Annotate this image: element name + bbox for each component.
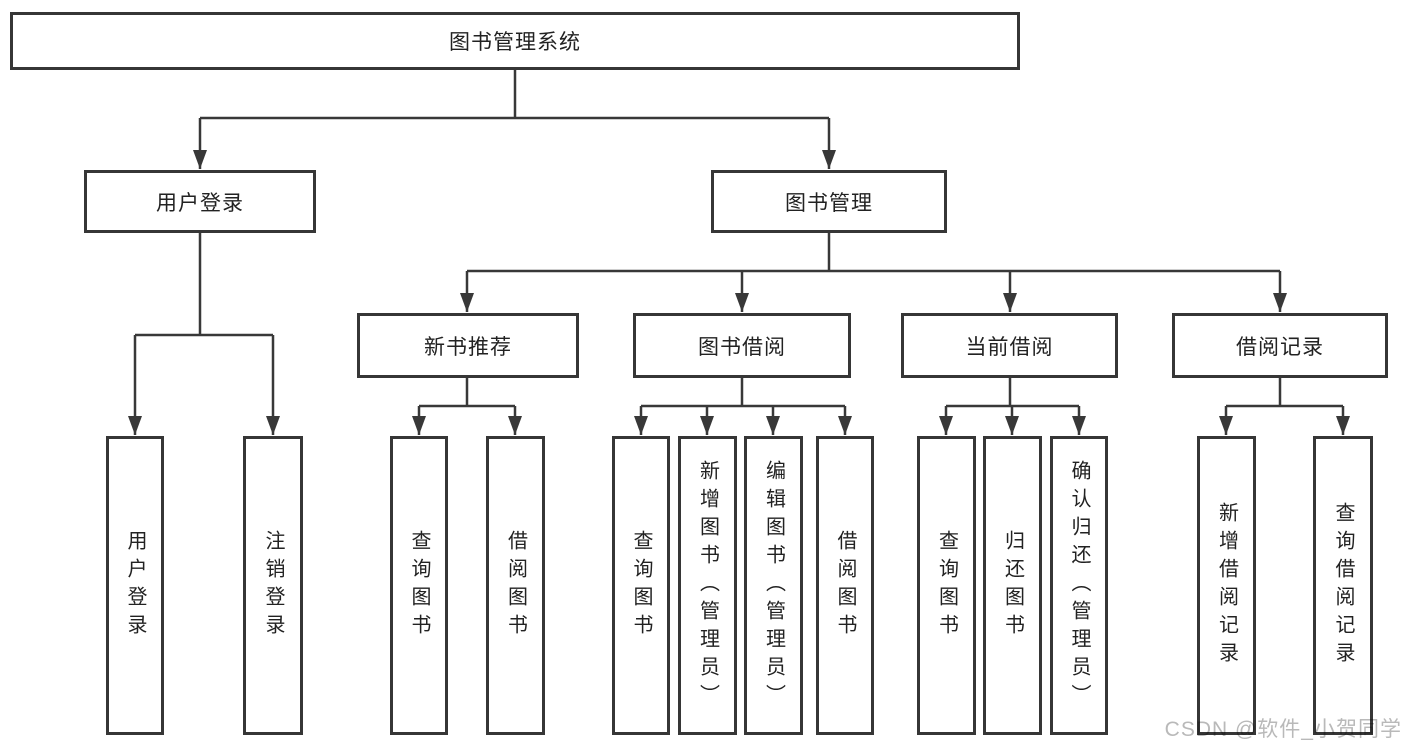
leaf-query-books-2: 查询图书 bbox=[612, 436, 670, 735]
leaf-borrow-books-1-label: 借阅图书 bbox=[504, 529, 527, 642]
leaf-logout-label: 注销登录 bbox=[262, 529, 284, 642]
leaf-user-login-label: 用户登录 bbox=[124, 529, 146, 642]
leaf-return-books: 归还图书 bbox=[983, 436, 1042, 735]
node-book-borrow: 图书借阅 bbox=[633, 313, 851, 378]
leaf-logout: 注销登录 bbox=[243, 436, 303, 735]
node-current-borrow: 当前借阅 bbox=[901, 313, 1118, 378]
leaf-query-books-1-label: 查询图书 bbox=[408, 529, 430, 642]
leaf-borrow-books-1: 借阅图书 bbox=[486, 436, 545, 735]
node-root-library-system: 图书管理系统 bbox=[10, 12, 1020, 70]
leaf-edit-book-admin-label: 编辑图书（管理员） bbox=[762, 459, 785, 712]
connector-bars bbox=[135, 70, 1343, 408]
node-user-login: 用户登录 bbox=[84, 170, 316, 233]
leaf-query-books-3: 查询图书 bbox=[917, 436, 976, 735]
leaf-add-book-admin: 新增图书（管理员） bbox=[678, 436, 737, 735]
leaf-query-borrow-record: 查询借阅记录 bbox=[1313, 436, 1373, 735]
node-borrow-records: 借阅记录 bbox=[1172, 313, 1388, 378]
leaf-borrow-books-2: 借阅图书 bbox=[816, 436, 874, 735]
leaf-add-borrow-record-label: 新增借阅记录 bbox=[1215, 501, 1238, 670]
leaf-confirm-return-admin-label: 确认归还（管理员） bbox=[1068, 459, 1090, 712]
leaf-user-login: 用户登录 bbox=[106, 436, 164, 735]
leaf-query-borrow-record-label: 查询借阅记录 bbox=[1332, 501, 1354, 670]
leaf-return-books-label: 归还图书 bbox=[1001, 529, 1024, 642]
watermark: CSDN @软件_小贺同学 bbox=[1164, 718, 1402, 741]
leaf-query-books-2-label: 查询图书 bbox=[630, 529, 652, 642]
leaf-add-borrow-record: 新增借阅记录 bbox=[1197, 436, 1256, 735]
node-book-management: 图书管理 bbox=[711, 170, 947, 233]
node-new-book-recommend: 新书推荐 bbox=[357, 313, 579, 378]
leaf-query-books-1: 查询图书 bbox=[390, 436, 448, 735]
leaf-confirm-return-admin: 确认归还（管理员） bbox=[1050, 436, 1108, 735]
leaf-query-books-3-label: 查询图书 bbox=[935, 529, 958, 642]
leaf-borrow-books-2-label: 借阅图书 bbox=[834, 529, 856, 642]
leaf-edit-book-admin: 编辑图书（管理员） bbox=[744, 436, 803, 735]
leaf-add-book-admin-label: 新增图书（管理员） bbox=[696, 459, 719, 712]
